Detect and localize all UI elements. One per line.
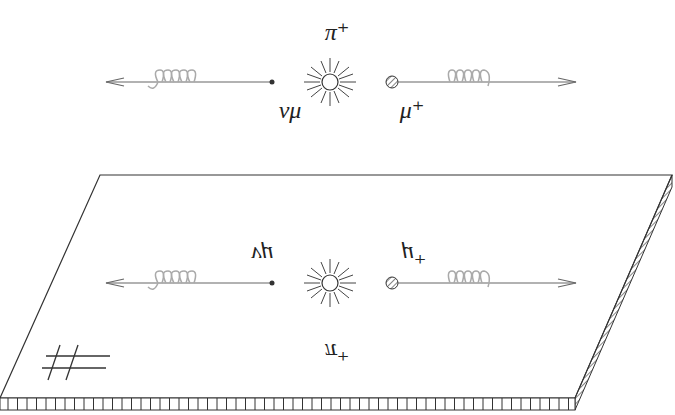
particle-label: π⁺	[325, 20, 350, 44]
mirrored-particle-label: π⁺	[325, 340, 350, 364]
mirrored-particle-label: μ⁺	[402, 243, 427, 267]
particle-label: νμ	[279, 98, 302, 122]
mirrored-particle-label: νμ	[251, 243, 274, 267]
particle-label: μ⁺	[400, 98, 425, 122]
